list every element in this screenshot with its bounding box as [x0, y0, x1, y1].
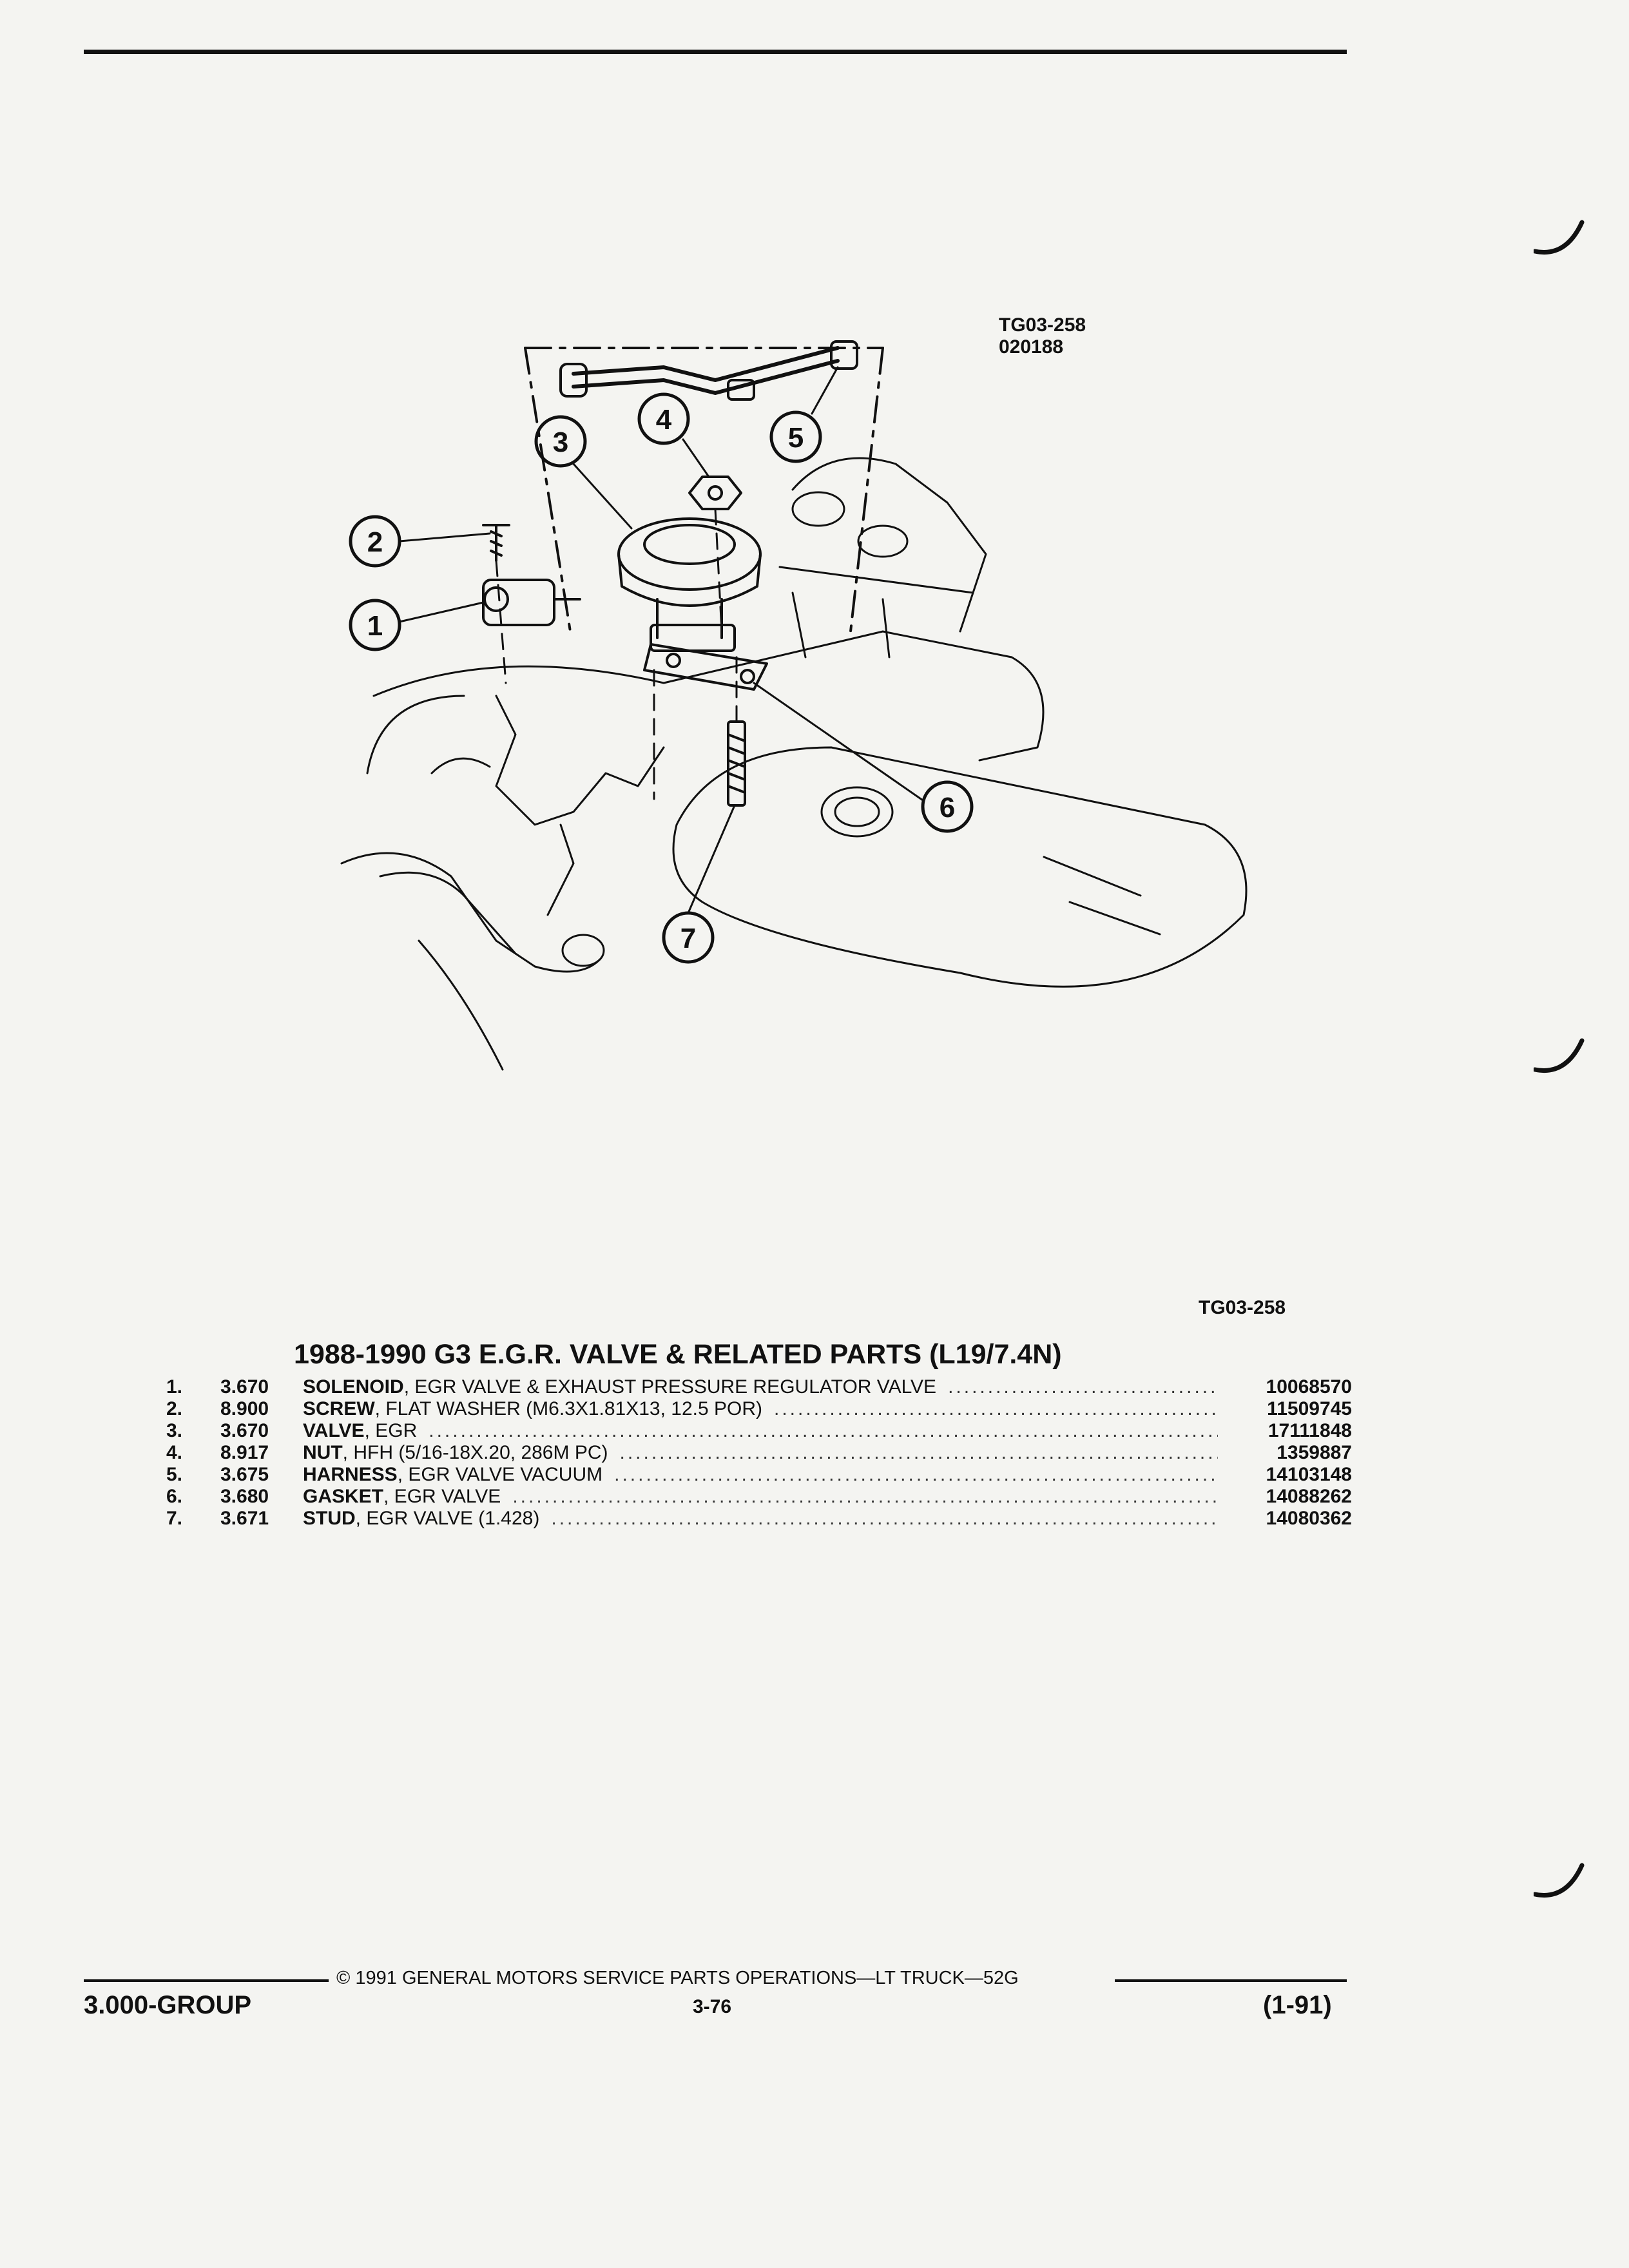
part-code: 3.675: [220, 1464, 269, 1485]
part-detail: , EGR VALVE VACUUM: [397, 1464, 603, 1485]
parts-table-title: 1988-1990 G3 E.G.R. VALVE & RELATED PART…: [294, 1339, 1062, 1370]
leader-dots: [619, 1442, 1218, 1464]
linkage-assembly: [340, 695, 665, 1071]
part-detail: , EGR VALVE: [383, 1486, 501, 1507]
leader-dots: [614, 1464, 1218, 1486]
part-name: VALVE: [303, 1420, 365, 1441]
part-index: 6.: [166, 1486, 183, 1507]
leader-dots: [429, 1420, 1218, 1442]
part-description: SCREW, FLAT WASHER (M6.3X1.81X13, 12.5 P…: [303, 1398, 762, 1420]
part-index: 2.: [166, 1398, 183, 1419]
part-index: 4.: [166, 1442, 183, 1463]
edition-label: (1-91): [1263, 1991, 1332, 2019]
part-name: STUD: [303, 1508, 356, 1529]
leader-dots: [551, 1508, 1218, 1530]
part-code: 3.670: [220, 1376, 269, 1398]
callout-numbers: 1 2 3 4 5 6 7: [367, 404, 955, 954]
part-row: 7. 3.671 STUD, EGR VALVE (1.428) 14080362: [166, 1508, 1352, 1530]
part-name: HARNESS: [303, 1464, 398, 1485]
part-code: 3.670: [220, 1420, 269, 1441]
part-number: 11509745: [1267, 1398, 1352, 1419]
binder-mark-2: [1534, 1038, 1585, 1073]
part-detail: , HFH (5/16-18X.20, 286M PC): [342, 1442, 608, 1463]
part-number: 14103148: [1266, 1464, 1352, 1485]
part-description: HARNESS, EGR VALVE VACUUM: [303, 1464, 602, 1486]
part-index: 5.: [166, 1464, 183, 1485]
callout-4: 4: [656, 404, 672, 436]
harness-bracket-lines: [524, 347, 884, 633]
egr-exploded-diagram: 1 2 3 4 5 6 7: [340, 340, 1248, 1071]
binder-mark-1: [1534, 220, 1585, 255]
part-name: NUT: [303, 1442, 343, 1463]
egr-valve: [617, 517, 762, 652]
part-description: SOLENOID, EGR VALVE & EXHAUST PRESSURE R…: [303, 1376, 936, 1398]
part-row: 6. 3.680 GASKET, EGR VALVE 14088262: [166, 1486, 1352, 1508]
part-row: 2. 8.900 SCREW, FLAT WASHER (M6.3X1.81X13,…: [166, 1398, 1352, 1420]
top-rule: [84, 50, 1347, 54]
parts-list: 1. 3.670 SOLENOID, EGR VALVE & EXHAUST PRE…: [166, 1376, 1352, 1530]
part-number: 10068570: [1266, 1376, 1352, 1398]
footer-rule-left: [84, 1979, 329, 1982]
part-code: 8.900: [220, 1398, 269, 1419]
part-row: 5. 3.675 HARNESS, EGR VALVE VACUUM 14103148: [166, 1464, 1352, 1486]
part-row: 4. 8.917 NUT, HFH (5/16-18X.20, 286M PC) 13…: [166, 1442, 1352, 1464]
part-index: 7.: [166, 1508, 183, 1529]
part-detail: , EGR: [364, 1420, 418, 1441]
callout-circles: [349, 392, 974, 964]
footer-rule-right: [1115, 1979, 1347, 1982]
part-detail: , EGR VALVE (1.428): [355, 1508, 540, 1529]
solenoid-screw: [482, 524, 510, 562]
page-number: 3-76: [693, 1996, 732, 2017]
part-description: GASKET, EGR VALVE: [303, 1486, 501, 1508]
figure-id: TG03-258: [999, 314, 1086, 336]
egr-solenoid: [482, 579, 581, 626]
callout-1: 1: [367, 610, 383, 642]
assembly-centerlines: [495, 508, 738, 800]
part-number: 17111848: [1268, 1420, 1352, 1441]
part-name: GASKET: [303, 1486, 384, 1507]
egr-nut: [688, 476, 742, 510]
part-name: SOLENOID: [303, 1376, 404, 1398]
engine-manifold: [366, 457, 1045, 774]
part-code: 3.680: [220, 1486, 269, 1507]
part-index: 1.: [166, 1376, 183, 1398]
part-number: 14080362: [1266, 1508, 1352, 1529]
figure-date: 020188: [999, 336, 1064, 358]
copyright-notice: © 1991 GENERAL MOTORS SERVICE PARTS OPER…: [336, 1968, 1019, 1988]
binder-mark-3: [1534, 1863, 1585, 1898]
part-code: 3.671: [220, 1508, 269, 1529]
part-name: SCREW: [303, 1398, 375, 1419]
part-code: 8.917: [220, 1442, 269, 1463]
group-label: 3.000-GROUP: [84, 1991, 252, 2019]
figure-id-block: TG03-258 020188: [999, 314, 1086, 358]
part-detail: , FLAT WASHER (M6.3X1.81X13, 12.5 POR): [374, 1398, 763, 1419]
valve-cover: [672, 746, 1248, 988]
leader-dots: [948, 1376, 1218, 1398]
leader-dots: [512, 1486, 1218, 1508]
part-description: STUD, EGR VALVE (1.428): [303, 1508, 539, 1530]
part-row: 3. 3.670 VALVE, EGR 17111848: [166, 1420, 1352, 1442]
part-index: 3.: [166, 1420, 183, 1441]
callout-6: 6: [940, 792, 955, 823]
vacuum-harness: [559, 340, 858, 401]
part-description: VALVE, EGR: [303, 1420, 417, 1442]
callout-leaders: [398, 366, 924, 914]
callout-2: 2: [367, 526, 383, 558]
part-number: 1359887: [1277, 1442, 1352, 1463]
leader-dots: [774, 1398, 1218, 1420]
figure-reference: TG03-258: [1199, 1297, 1286, 1318]
egr-gasket: [643, 643, 768, 691]
callout-7: 7: [680, 923, 696, 954]
part-row: 1. 3.670 SOLENOID, EGR VALVE & EXHAUST PRE…: [166, 1376, 1352, 1398]
callout-5: 5: [788, 422, 804, 454]
part-detail: , EGR VALVE & EXHAUST PRESSURE REGULATOR…: [403, 1376, 937, 1398]
callout-3: 3: [553, 427, 568, 458]
part-description: NUT, HFH (5/16-18X.20, 286M PC): [303, 1442, 608, 1464]
part-number: 14088262: [1266, 1486, 1352, 1507]
